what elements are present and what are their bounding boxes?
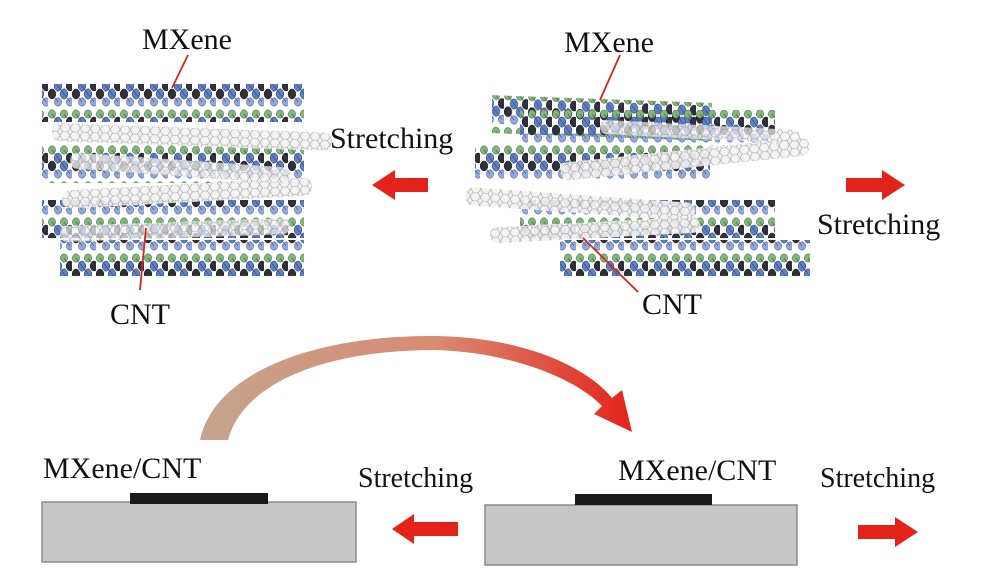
left-cnt-leader <box>139 227 147 291</box>
curved-transition-arrow <box>200 335 632 440</box>
left-cnt-bundle <box>52 123 332 242</box>
top-left-arrow <box>372 170 428 200</box>
left-stack <box>42 54 332 291</box>
top-right-arrow <box>846 170 905 200</box>
right-mxene-layer-5 <box>560 240 810 276</box>
bottom-left-film <box>130 493 268 504</box>
bottom-right-arrow <box>858 517 918 547</box>
right-mxene-leader <box>599 54 621 101</box>
bottom-left-stretching-label: Stretching <box>358 463 474 494</box>
bottom-right-stretching-label: Stretching <box>820 463 936 494</box>
bottom-right-film-label: MXene/CNT <box>618 454 777 487</box>
bottom-left-substrate <box>41 493 357 563</box>
right-stack <box>465 54 810 293</box>
left-mxene-layer-1 <box>42 84 304 122</box>
bottom-right-substrate <box>484 494 798 566</box>
left-cnt-label: CNT <box>110 298 170 331</box>
right-mxene-label: MXene <box>564 26 654 59</box>
left-mxene-leader <box>171 54 189 89</box>
left-stretching-label: Stretching <box>330 122 454 155</box>
left-mxene-layer-4 <box>60 240 304 276</box>
bottom-left-arrow <box>392 514 458 544</box>
right-cnt-leader <box>582 237 639 293</box>
bottom-right-film <box>575 494 712 505</box>
right-cnt-label: CNT <box>642 288 702 321</box>
bottom-left-film-label: MXene/CNT <box>43 452 202 485</box>
right-cnt-bundle <box>465 120 810 244</box>
left-mxene-label: MXene <box>142 23 232 56</box>
right-stretching-label: Stretching <box>817 208 941 241</box>
